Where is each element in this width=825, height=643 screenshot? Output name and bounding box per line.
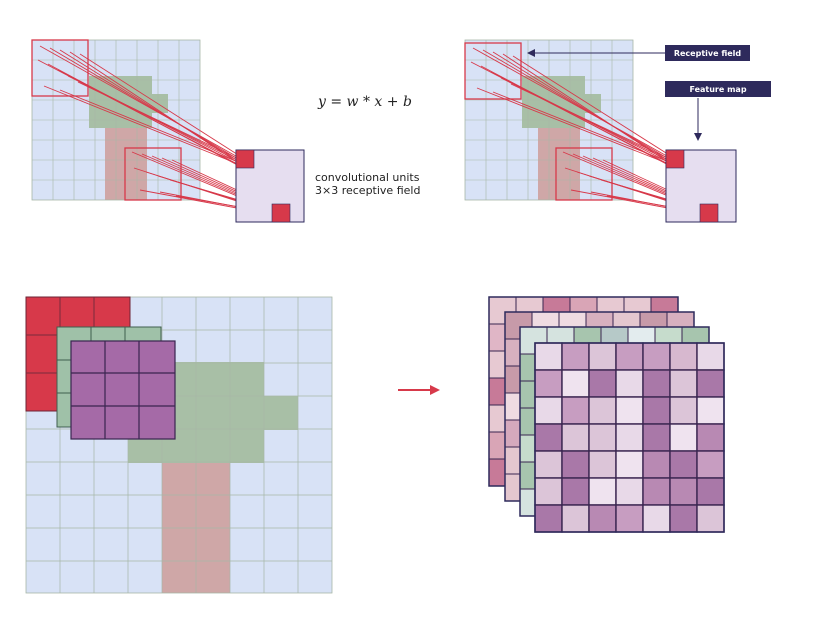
feature-map-cell — [696, 504, 725, 533]
feature-map-cell — [669, 504, 698, 533]
feature-map-cell — [642, 450, 671, 479]
feature-map-cell — [534, 342, 563, 371]
feature-map-cell — [615, 342, 644, 371]
input-grid-large — [25, 296, 333, 594]
input-grid-top-left — [31, 39, 305, 223]
feature-map-cell — [615, 504, 644, 533]
caption-line-1: convolutional units — [315, 171, 420, 184]
feature-map-cell — [642, 342, 671, 371]
receptive-field-label: Receptive field — [665, 45, 750, 61]
down-arrow-icon — [694, 133, 702, 141]
feature-map-cell — [588, 450, 617, 479]
feature-map-cell — [696, 396, 725, 425]
feature-map-cell — [696, 342, 725, 371]
green-shape — [89, 76, 168, 128]
feature-unit — [235, 149, 255, 169]
feature-map-cell — [561, 342, 590, 371]
feature-map-cell — [588, 423, 617, 452]
feature-map-cell — [534, 504, 563, 533]
feature-map-cell — [615, 423, 644, 452]
receptive-field-box — [464, 42, 522, 100]
feature-map-cell — [642, 396, 671, 425]
feature-map-cell — [561, 504, 590, 533]
feature-map-cell — [615, 450, 644, 479]
feature-unit — [699, 203, 719, 223]
feature-map-cell — [669, 342, 698, 371]
feature-unit — [665, 149, 685, 169]
receptive-field-box — [31, 39, 89, 97]
feature-map-cell — [696, 423, 725, 452]
receptive-rays — [37, 45, 281, 217]
feature-map-cell — [561, 423, 590, 452]
green-shape — [522, 76, 601, 128]
feature-map-cell — [669, 450, 698, 479]
kernel-purple — [70, 340, 176, 440]
feature-map-cell — [615, 369, 644, 398]
feature-map-cell — [588, 342, 617, 371]
feature-map-layer — [534, 342, 725, 533]
pink-stem — [538, 128, 580, 200]
feature-map-cell — [642, 504, 671, 533]
feature-map-cell — [534, 369, 563, 398]
equation: y = w * x + b — [318, 94, 412, 110]
feature-map-stack — [488, 296, 725, 533]
grid-lines — [32, 40, 200, 200]
feature-map-cell — [561, 369, 590, 398]
feature-map-cell — [615, 396, 644, 425]
feature-map-cell — [588, 477, 617, 506]
feature-map-cell — [534, 423, 563, 452]
receptive-field-box — [555, 147, 613, 201]
feature-map-cell — [615, 477, 644, 506]
feature-map-border — [534, 342, 725, 533]
feature-unit — [271, 203, 291, 223]
caption-line-2: 3×3 receptive field — [315, 184, 421, 197]
right-arrow-icon — [398, 385, 440, 395]
receptive-field-box — [124, 147, 182, 201]
feature-map-cell — [642, 423, 671, 452]
feature-map-cell — [534, 396, 563, 425]
feature-map-cell — [696, 369, 725, 398]
feature-map-cell — [561, 477, 590, 506]
feature-map-cell — [696, 477, 725, 506]
feature-map-cell — [561, 450, 590, 479]
feature-map-cell — [588, 504, 617, 533]
feature-map-cell — [696, 450, 725, 479]
feature-map-cell — [642, 477, 671, 506]
feature-map-label: Feature map — [665, 81, 771, 97]
left-arrow-icon — [527, 49, 535, 57]
feature-map-cell — [534, 477, 563, 506]
feature-map-cell — [669, 396, 698, 425]
feature-map-cell — [561, 396, 590, 425]
feature-map-cell — [669, 423, 698, 452]
feature-map-cell — [588, 369, 617, 398]
feature-map-cell — [669, 477, 698, 506]
feature-map-cell — [534, 450, 563, 479]
pink-stem — [105, 128, 147, 200]
feature-map-cell — [588, 396, 617, 425]
feature-map-cell — [642, 369, 671, 398]
input-grid-top-right — [464, 39, 737, 223]
feature-map-cell — [669, 369, 698, 398]
